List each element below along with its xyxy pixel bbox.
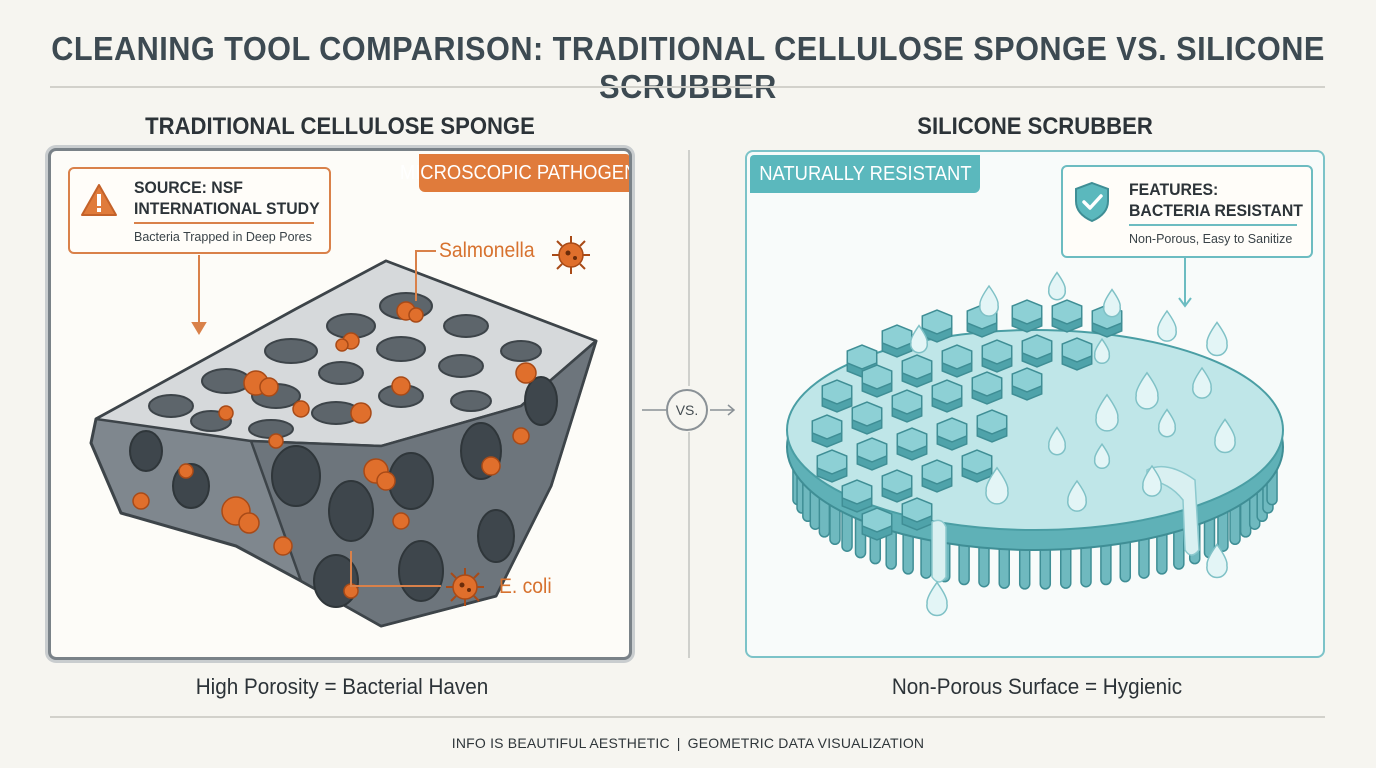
nub: [921, 459, 953, 493]
nub: [851, 401, 883, 435]
water-droplet: [1206, 543, 1228, 579]
water-droplet: [1095, 393, 1119, 432]
nub: [896, 427, 928, 461]
scrubber-bristles: [792, 455, 1278, 590]
nub: [961, 449, 993, 483]
footer-separator: |: [676, 735, 681, 751]
nub: [971, 371, 1003, 405]
sponge-side-pores: [129, 376, 558, 608]
nub: [901, 497, 933, 531]
vs-arrows: [642, 404, 736, 416]
features-callout-underline: [1129, 224, 1297, 226]
nub: [921, 309, 953, 343]
right-panel-heading: SILICONE SCRUBBER: [917, 113, 1153, 140]
left-panel-heading: TRADITIONAL CELLULOSE SPONGE: [145, 113, 535, 140]
sponge-caption: High Porosity = Bacterial Haven: [195, 674, 489, 699]
center-divider-bottom: [688, 432, 690, 658]
nub: [861, 364, 893, 398]
bacteria-clusters: [132, 301, 537, 599]
sponge-panel: MICROSCOPIC PATHOGENS SOURCE: NSF INTERN…: [48, 148, 632, 660]
warning-triangle-icon: [81, 184, 117, 216]
water-droplet: [926, 581, 948, 617]
source-callout: SOURCE: NSF INTERNATIONAL STUDY Bacteria…: [68, 167, 331, 254]
silicone-caption: Non-Porous Surface = Hygienic: [891, 674, 1183, 699]
nub: [931, 379, 963, 413]
features-leader-line: [1178, 258, 1192, 308]
center-divider-top: [688, 150, 690, 386]
water-droplet: [1192, 366, 1212, 399]
resistant-tag: NATURALLY RESISTANT: [750, 155, 980, 193]
water-droplet: [909, 324, 929, 354]
water-droplet: [1206, 321, 1228, 357]
nub: [881, 324, 913, 358]
water-droplet: [1067, 479, 1087, 512]
sponge-illustration: [89, 236, 598, 628]
water-droplet: [1047, 426, 1067, 456]
silicone-panel: NATURALLY RESISTANT FEATURES: BACTERIA R…: [745, 150, 1325, 658]
nub: [936, 417, 968, 451]
features-callout: FEATURES: BACTERIA RESISTANT Non-Porous,…: [1061, 165, 1313, 258]
water-droplet: [1157, 408, 1177, 438]
footer-left: INFO IS BEAUTIFUL AESTHETIC: [451, 735, 670, 751]
pathogens-tag-label: MICROSCOPIC PATHOGENS: [399, 161, 632, 184]
water-droplet: [1214, 418, 1236, 454]
source-callout-title-line1: SOURCE: NSF: [134, 178, 243, 197]
nub: [901, 354, 933, 388]
source-callout-subtitle: Bacteria Trapped in Deep Pores: [134, 230, 312, 244]
source-callout-underline: [134, 222, 314, 224]
pathogens-tag: MICROSCOPIC PATHOGENS: [400, 154, 629, 192]
water-droplet: [1093, 337, 1111, 365]
nub: [846, 344, 878, 378]
water-droplet: [979, 284, 999, 317]
nub: [976, 409, 1008, 443]
water-droplet: [1142, 464, 1162, 497]
water-droplet: [1135, 371, 1159, 410]
nub: [1021, 334, 1053, 368]
water-droplet: [1047, 271, 1067, 301]
nub: [841, 479, 873, 513]
water-droplets: [909, 271, 1236, 617]
features-callout-title-line2: BACTERIA RESISTANT: [1129, 201, 1303, 220]
salmonella-bacterium-icon: [552, 236, 590, 274]
water-droplet: [985, 466, 1009, 505]
nub: [941, 344, 973, 378]
nub: [816, 449, 848, 483]
sponge-top-pores: [148, 292, 542, 439]
nub: [811, 414, 843, 448]
footer: INFO IS BEAUTIFUL AESTHETIC | GEOMETRIC DA…: [0, 735, 1376, 751]
bottom-divider: [50, 716, 1325, 718]
salmonella-label: Salmonella: [439, 239, 535, 262]
water-droplet: [1093, 442, 1111, 470]
water-droplet: [1102, 288, 1122, 318]
nub: [1011, 367, 1043, 401]
vs-badge: VS.: [666, 389, 708, 431]
nub: [1061, 337, 1093, 371]
nub: [861, 507, 893, 541]
silicone-scrubber-illustration: [786, 258, 1284, 617]
nub: [891, 389, 923, 423]
resistant-tag-label: NATURALLY RESISTANT: [758, 162, 972, 185]
water-droplet: [1157, 309, 1177, 342]
scrubber-nubs: [811, 299, 1123, 541]
nub: [821, 379, 853, 413]
nub: [1051, 299, 1083, 333]
nub: [1011, 299, 1043, 333]
ecoli-bacterium-icon: [446, 568, 484, 606]
features-callout-title-line1: FEATURES:: [1129, 180, 1219, 199]
shield-check-icon: [1075, 181, 1109, 223]
top-divider: [50, 86, 1325, 88]
ecoli-label: E. coli: [499, 575, 552, 598]
water-drips: [931, 465, 1200, 583]
nub: [981, 339, 1013, 373]
leader-lines: [191, 250, 441, 587]
features-callout-subtitle: Non-Porous, Easy to Sanitize: [1129, 232, 1293, 246]
nub: [856, 437, 888, 471]
footer-right: GEOMETRIC DATA VISUALIZATION: [687, 735, 925, 751]
nub: [881, 469, 913, 503]
source-callout-title-line2: INTERNATIONAL STUDY: [134, 199, 320, 218]
page-title: CLEANING TOOL COMPARISON: TRADITIONAL CE…: [51, 30, 1325, 105]
